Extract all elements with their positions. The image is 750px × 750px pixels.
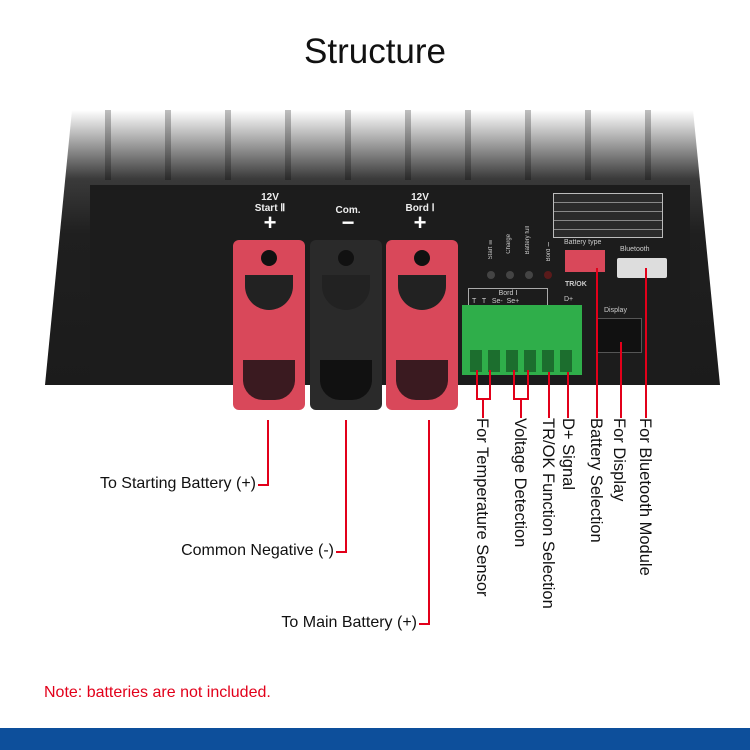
led-label: Battery full [525, 226, 531, 255]
callout-common-negative: Common Negative (-) [181, 542, 334, 559]
terminal-block-pins: T T Se- Se+ [472, 298, 520, 305]
callout-line [527, 370, 529, 400]
callout-temperature-sensor: For Temperature Sensor [473, 418, 491, 597]
footer-bar [0, 728, 750, 750]
green-terminal-block[interactable] [462, 305, 582, 375]
terminal-name: Start Ⅱ [254, 203, 286, 214]
note-text: Note: batteries are not included. [44, 684, 271, 701]
terminal-sign: − [341, 210, 355, 235]
led-indicator [544, 271, 552, 279]
led-label: Start Ⅱ [488, 238, 494, 260]
callout-line [620, 342, 622, 418]
page-title: Structure [304, 32, 446, 71]
callout-line [645, 268, 647, 418]
trok-label: TR/OK [565, 281, 587, 288]
bluetooth-label: Bluetooth [620, 246, 650, 253]
callout-line [258, 484, 269, 486]
led-indicator [525, 271, 533, 279]
callout-line [596, 268, 598, 418]
led-label: Bord Ⅰ [546, 240, 552, 262]
callout-battery-selection: Battery Selection [587, 418, 605, 543]
terminal-voltage: 12V [411, 192, 429, 203]
terminal-name: Bord Ⅰ [405, 203, 435, 214]
callout-main-battery: To Main Battery (+) [281, 614, 417, 631]
d-plus-label: D+ [564, 296, 574, 303]
callout-line [489, 370, 491, 400]
callout-line [428, 420, 430, 625]
callout-line [513, 370, 515, 400]
callout-voltage-detection: Voltage Detection [511, 418, 529, 548]
callout-line [345, 420, 347, 553]
callout-bluetooth-module: For Bluetooth Module [636, 418, 654, 576]
led-label: Charge [506, 234, 512, 254]
callout-line [548, 372, 550, 418]
callout-line [520, 398, 522, 418]
terminal-block-header: Bord Ⅰ [498, 290, 518, 297]
main-battery-terminal [386, 240, 458, 410]
battery-type-label: Battery type [564, 239, 602, 246]
terminal-name: Com. [335, 205, 361, 216]
callout-line [482, 398, 484, 418]
callout-line [267, 420, 269, 486]
battery-type-table [553, 193, 663, 238]
callout-trok-selection: TR/OK Function Selection [539, 418, 557, 609]
callout-line [419, 623, 430, 625]
terminal-sign: + [413, 210, 427, 235]
callout-line [567, 372, 569, 418]
terminal-sign: + [263, 210, 277, 235]
led-indicator [487, 271, 495, 279]
start-battery-terminal [233, 240, 305, 410]
common-negative-terminal [310, 240, 382, 410]
callout-line [336, 551, 347, 553]
led-indicator [506, 271, 514, 279]
callout-d-plus-signal: D+ Signal [559, 418, 577, 491]
bluetooth-port[interactable] [617, 258, 667, 278]
terminal-voltage: 12V [261, 192, 279, 203]
display-label: Display [604, 307, 627, 314]
callout-line [476, 370, 478, 400]
battery-type-dip-switch[interactable] [565, 250, 605, 272]
display-port[interactable] [597, 318, 642, 353]
callout-display: For Display [610, 418, 628, 502]
callout-starting-battery: To Starting Battery (+) [99, 475, 256, 492]
